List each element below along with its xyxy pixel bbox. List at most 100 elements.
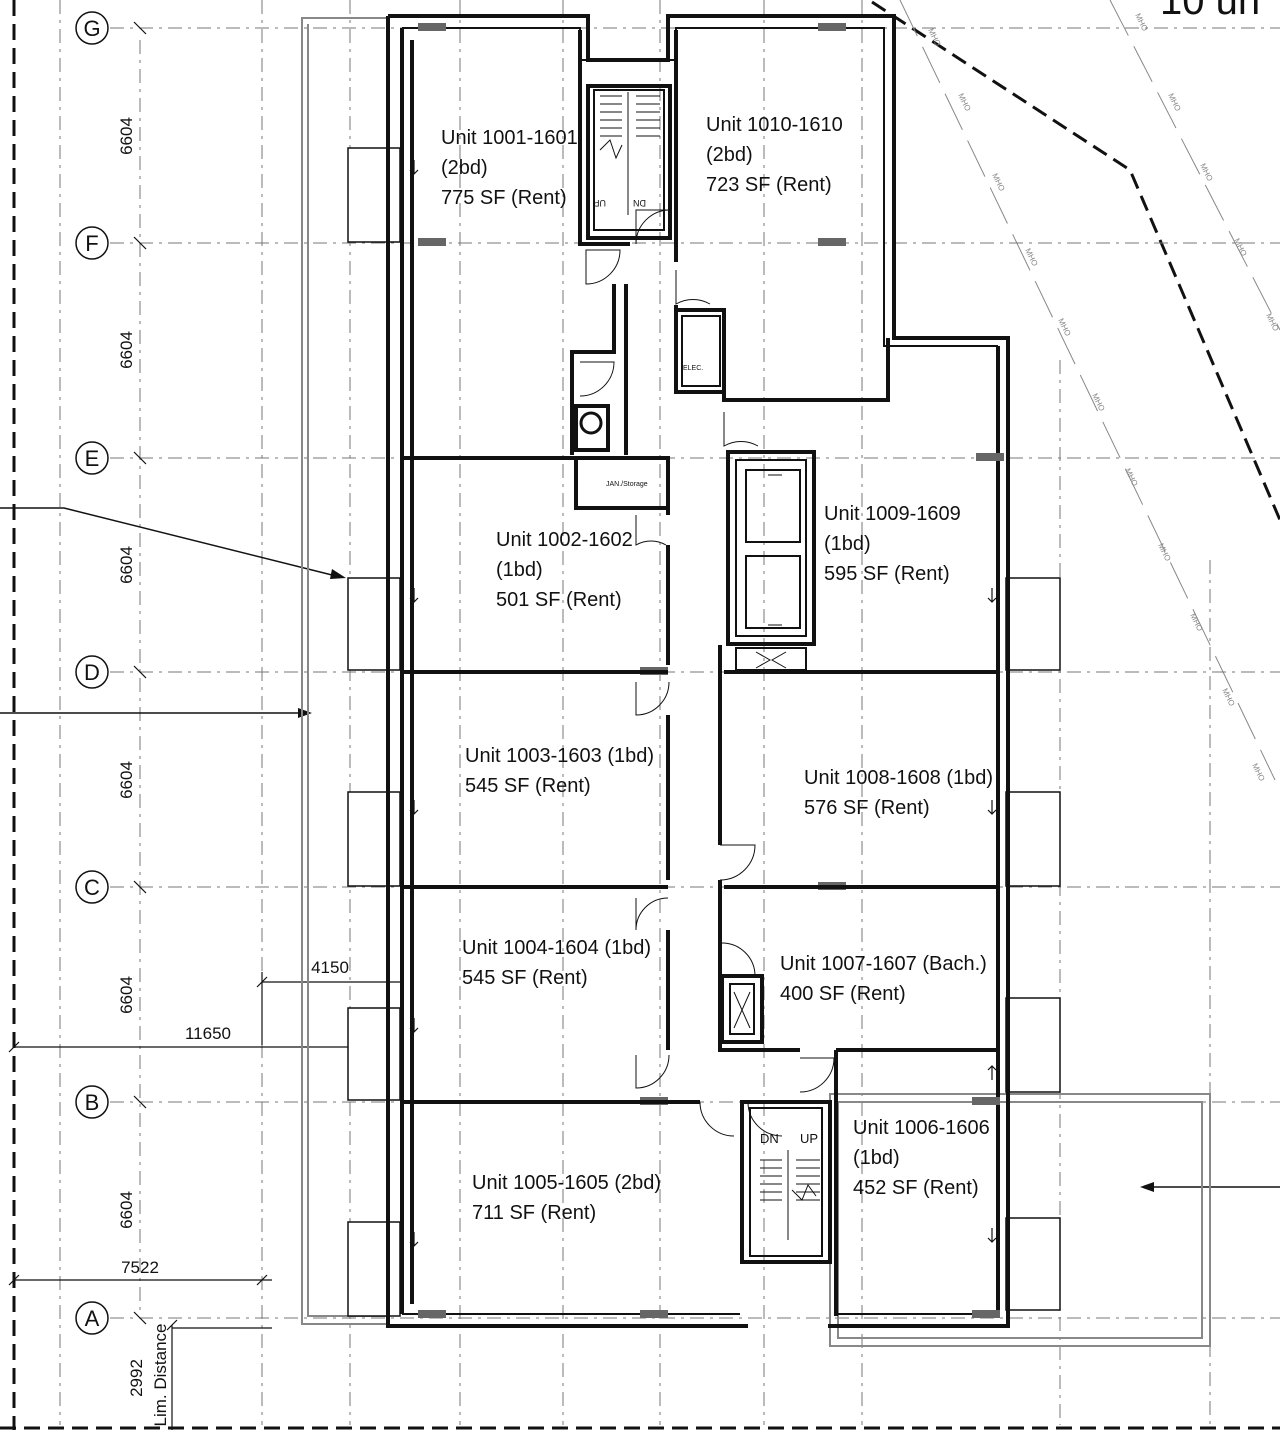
grid-bubble-e: E (75, 441, 109, 475)
svg-text:(1bd): (1bd) (496, 559, 543, 581)
mho-label: MHO (1220, 687, 1236, 708)
unit-1002-label: Unit 1002-1602 (1bd) 501 SF (Rent) (496, 529, 633, 611)
property-line-diagonal (871, 0, 1280, 521)
grid-bubble-f: F (75, 226, 109, 260)
mho-label: MHO (990, 172, 1006, 193)
balconies (347, 147, 1061, 1317)
svg-text:Unit 1009-1609: Unit 1009-1609 (824, 503, 961, 525)
unit-1003-label: Unit 1003-1603 (1bd) 545 SF (Rent) (465, 745, 654, 797)
unit-1004-label: Unit 1004-1604 (1bd) 545 SF (Rent) (462, 937, 651, 989)
unit-1001-label: Unit 1001-1601 (2bd) 775 SF (Rent) (441, 127, 578, 209)
grid-bubble-b: B (75, 1085, 109, 1119)
svg-text:711 SF (Rent): 711 SF (Rent) (472, 1202, 596, 1224)
svg-text:545 SF (Rent): 545 SF (Rent) (465, 775, 591, 797)
svg-text:2992: 2992 (127, 1359, 146, 1397)
svg-text:B: B (85, 1090, 100, 1115)
grid-bubble-c: C (75, 870, 109, 904)
interior-walls (402, 30, 998, 1316)
unit-1009-label: Unit 1009-1609 (1bd) 595 SF (Rent) (824, 503, 961, 585)
janitor-storage-room: JAN./Storage (574, 456, 670, 510)
svg-text:7522: 7522 (121, 1258, 159, 1277)
bay-dimension: 6604 (117, 546, 136, 584)
stair-up-label: UP (800, 1131, 818, 1146)
unit-1008-label: Unit 1008-1608 (1bd) 576 SF (Rent) (804, 767, 993, 819)
mho-label: MHO (1023, 247, 1039, 268)
svg-text:Unit 1004-1604 (1bd): Unit 1004-1604 (1bd) (462, 937, 651, 959)
site-outlines (301, 17, 1211, 1347)
svg-text:576 SF (Rent): 576 SF (Rent) (804, 797, 930, 819)
svg-text:(2bd): (2bd) (706, 144, 753, 166)
elevator-core (726, 450, 816, 671)
mho-label: MHO (1123, 467, 1139, 488)
overhead-lines: MHO MHO MHO MHO MHO MHO MHO MHO MHO MHO … (899, 0, 1280, 783)
svg-text:A: A (85, 1306, 100, 1331)
horizontal-grid-lines (110, 27, 1280, 1319)
grid-bubble-a: A (75, 1301, 109, 1335)
svg-text:(2bd): (2bd) (441, 157, 488, 179)
svg-text:Unit 1002-1602: Unit 1002-1602 (496, 529, 633, 551)
dimension-4150: 4150 (256, 958, 402, 1045)
svg-text:Unit 1006-1606: Unit 1006-1606 (853, 1117, 990, 1139)
bay-dimension: 6604 (117, 331, 136, 369)
garbage-chute (574, 404, 610, 452)
unit-1010-label: Unit 1010-1610 (2bd) 723 SF (Rent) (706, 114, 843, 196)
mho-label: MHO (1166, 92, 1182, 113)
mho-label: MHO (1056, 317, 1072, 338)
svg-text:C: C (84, 875, 100, 900)
svg-text:501 SF (Rent): 501 SF (Rent) (496, 589, 622, 611)
door-swings (579, 209, 835, 1137)
svg-text:400 SF (Rent): 400 SF (Rent) (780, 983, 906, 1005)
mho-label: MHO (1156, 542, 1172, 563)
corner-title-fragment: 10 un (1160, 0, 1260, 23)
svg-text:Unit 1010-1610: Unit 1010-1610 (706, 114, 843, 136)
mho-label: MHO (956, 92, 972, 113)
elec-label: ELEC. (683, 365, 703, 372)
svg-text:Unit 1008-1608 (1bd): Unit 1008-1608 (1bd) (804, 767, 993, 789)
svg-text:11650: 11650 (185, 1024, 231, 1043)
svg-text:G: G (83, 16, 100, 41)
unit-1005-label: Unit 1005-1605 (2bd) 711 SF (Rent) (472, 1172, 661, 1224)
bay-dimension: 6604 (117, 976, 136, 1014)
bay-dimensions: 6604 6604 6604 6604 6604 6604 (117, 117, 136, 1229)
bay-dimension: 6604 (117, 117, 136, 155)
grid-bubble-d: D (75, 655, 109, 689)
mho-label: MHO (1133, 12, 1149, 33)
mho-label: MHO (926, 27, 942, 48)
stair-down-label: DN (633, 198, 646, 208)
dimension-7522: 7522 (8, 1258, 272, 1286)
mho-label: MHO (1090, 392, 1106, 413)
mho-label: MHO (1188, 612, 1204, 633)
mechanical-shaft (720, 974, 764, 1044)
svg-text:(1bd): (1bd) (853, 1147, 900, 1169)
unit-entry-arrows (409, 160, 997, 1247)
svg-text:4150: 4150 (311, 958, 349, 977)
mho-label: MHO (1264, 312, 1280, 333)
dimension-2992: 2992 Lim. Distance (127, 1319, 272, 1430)
svg-text:775 SF (Rent): 775 SF (Rent) (441, 187, 567, 209)
svg-text:Unit 1001-1601: Unit 1001-1601 (441, 127, 578, 149)
grid-ticks (133, 21, 147, 1325)
electrical-room: ELEC. (681, 315, 721, 387)
stair-south: DN UP (740, 1100, 832, 1264)
mho-label: MHO (1198, 162, 1214, 183)
svg-text:(1bd): (1bd) (824, 533, 871, 555)
mho-label: MHO (1232, 237, 1248, 258)
svg-text:Lim. Distance: Lim. Distance (151, 1324, 170, 1427)
jan-storage-label: JAN./Storage (606, 481, 648, 488)
unit-1006-label: Unit 1006-1606 (1bd) 452 SF (Rent) (853, 1117, 990, 1199)
svg-text:452 SF (Rent): 452 SF (Rent) (853, 1177, 979, 1199)
dimension-11650: 11650 (8, 1024, 402, 1053)
grid-bubble-g: G (75, 11, 109, 45)
unit-1007-label: Unit 1007-1607 (Bach.) 400 SF (Rent) (780, 953, 987, 1005)
svg-text:723 SF (Rent): 723 SF (Rent) (706, 174, 832, 196)
svg-text:545 SF (Rent): 545 SF (Rent) (462, 967, 588, 989)
mho-label: MHO (1250, 762, 1266, 783)
svg-text:Unit 1007-1607 (Bach.): Unit 1007-1607 (Bach.) (780, 953, 987, 975)
bay-dimension: 6604 (117, 1191, 136, 1229)
svg-text:Unit 1003-1603 (1bd): Unit 1003-1603 (1bd) (465, 745, 654, 767)
svg-text:D: D (84, 660, 100, 685)
bay-dimension: 6604 (117, 761, 136, 799)
stair-up-label: UP (593, 198, 606, 208)
svg-text:F: F (85, 231, 98, 256)
